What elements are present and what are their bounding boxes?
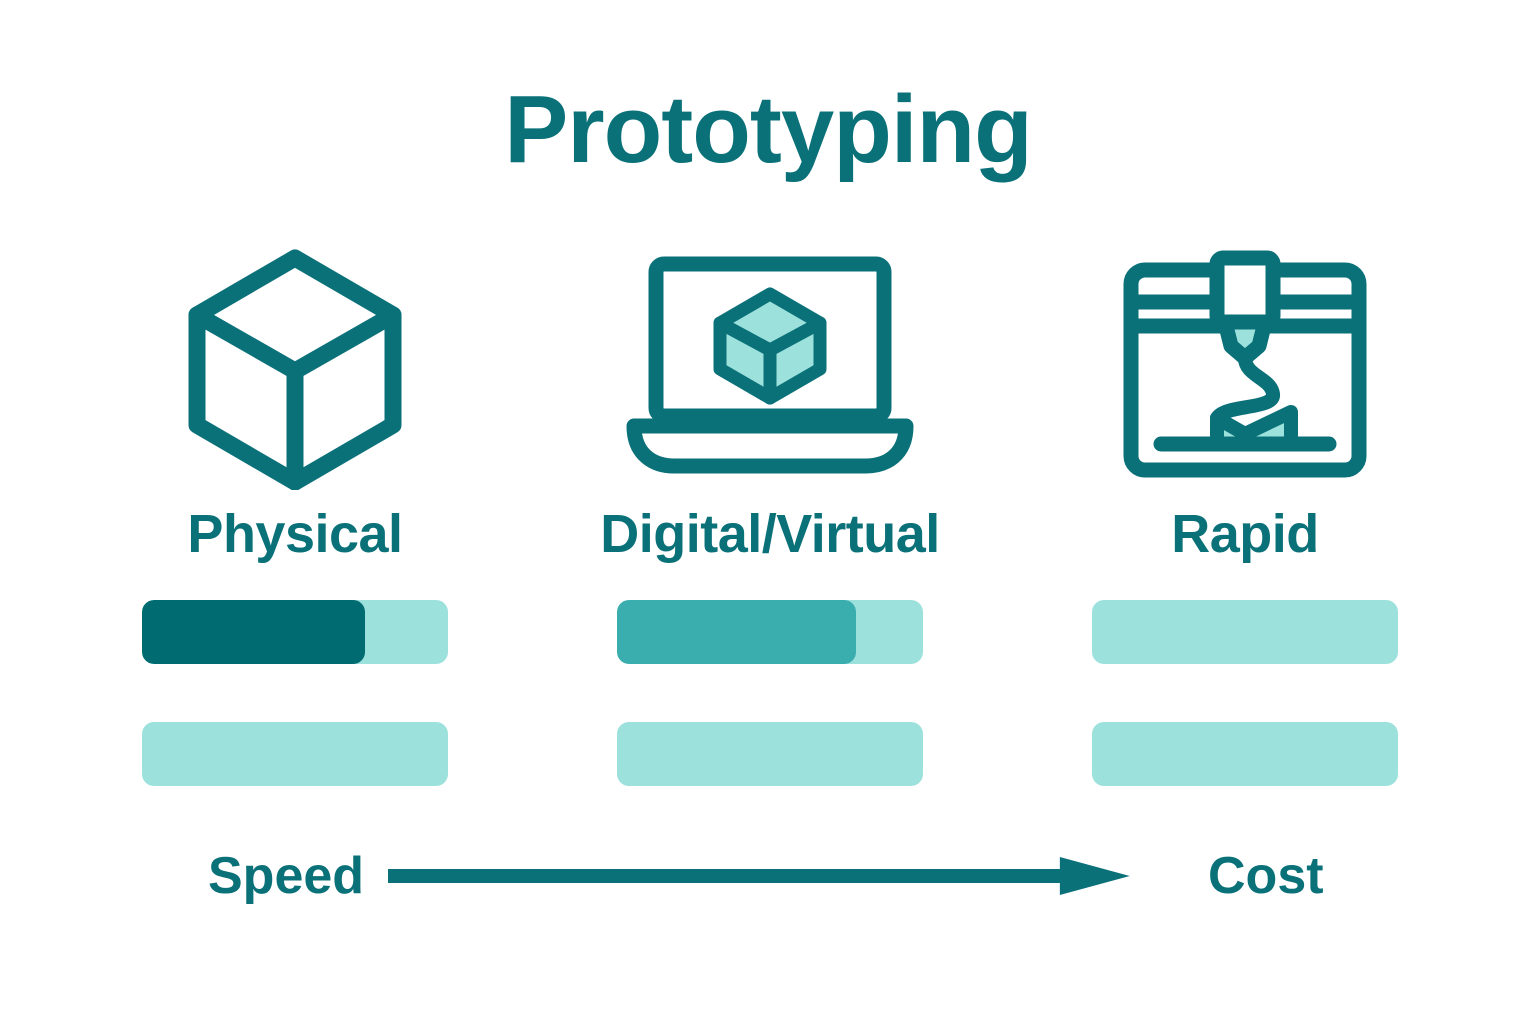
bar-track-rapid-speed [1092, 600, 1398, 664]
cube-icon [175, 240, 415, 490]
axis-label-cost: Cost [1208, 847, 1324, 905]
bar-groups [130, 600, 1410, 786]
category-label-digital-virtual: Digital/Virtual [600, 504, 940, 564]
category-label-physical: Physical [187, 504, 403, 564]
category-column-physical: Physical [130, 240, 460, 563]
bar-track-physical-cost [142, 722, 448, 786]
bar-group-physical [130, 600, 460, 786]
page-title: Prototyping [504, 76, 1033, 183]
3d-printer-icon [1121, 240, 1369, 490]
category-column-rapid: Rapid [1080, 240, 1410, 563]
category-columns: Physical Digital/Virtual [130, 240, 1410, 563]
arrow-right-icon [370, 855, 1150, 897]
axis-label-speed: Speed [208, 847, 365, 905]
bar-group-rapid [1080, 600, 1410, 786]
laptop-cube-icon [620, 240, 920, 490]
bar-fill-digital-speed [617, 600, 856, 664]
bar-fill-physical-speed [142, 600, 366, 664]
bar-track-physical-speed [142, 600, 448, 664]
bar-track-digital-cost [617, 722, 923, 786]
category-column-digital-virtual: Digital/Virtual [600, 240, 940, 563]
category-label-rapid: Rapid [1171, 504, 1319, 564]
bar-track-rapid-cost [1092, 722, 1398, 786]
axis-row: Speed Cost [130, 836, 1410, 916]
bar-group-digital-virtual [605, 600, 935, 786]
bar-track-digital-speed [617, 600, 923, 664]
